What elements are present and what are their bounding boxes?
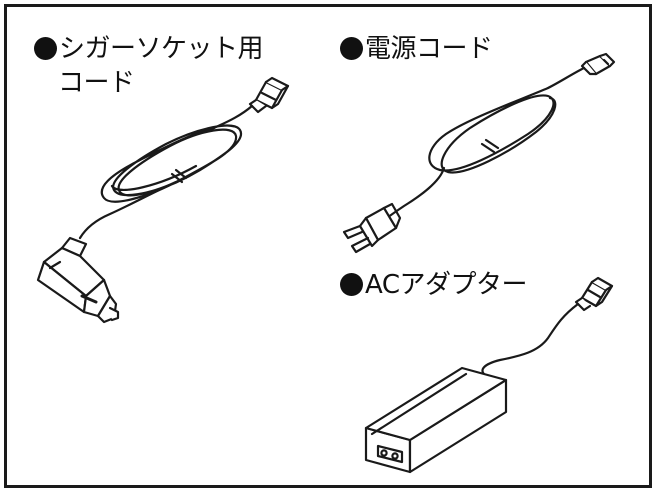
outer-frame [4, 4, 652, 488]
adapter-brick-icon [364, 366, 508, 474]
bullet-icon [340, 37, 363, 60]
cigar-socket-cord-label-line2: コード [58, 68, 135, 98]
cigar-socket-cord-label-continued: コード [58, 66, 135, 100]
bullet-icon [340, 273, 363, 296]
cigar-socket-cord-label-line1: シガーソケット用 [59, 34, 264, 64]
ac-adapter-illustration [364, 276, 614, 474]
two-prong-plug-icon [342, 202, 402, 254]
cigar-socket-cord-label: シガーソケット用 [34, 32, 264, 66]
bullet-icon [34, 37, 57, 60]
ac-adapter-label-text: ACアダプター [365, 270, 527, 300]
power-cord-label-text: 電源コード [365, 34, 493, 64]
cigarette-socket-cord-illustration [36, 76, 290, 324]
right-angle-connector-icon [574, 276, 614, 312]
cigarette-plug-icon [36, 236, 120, 324]
figure8-connector-icon [580, 52, 616, 76]
power-cord-illustration [342, 52, 616, 254]
power-cord-label: 電源コード [340, 32, 493, 66]
ac-adapter-label: ACアダプター [340, 268, 527, 302]
right-angle-connector-icon [248, 76, 290, 114]
